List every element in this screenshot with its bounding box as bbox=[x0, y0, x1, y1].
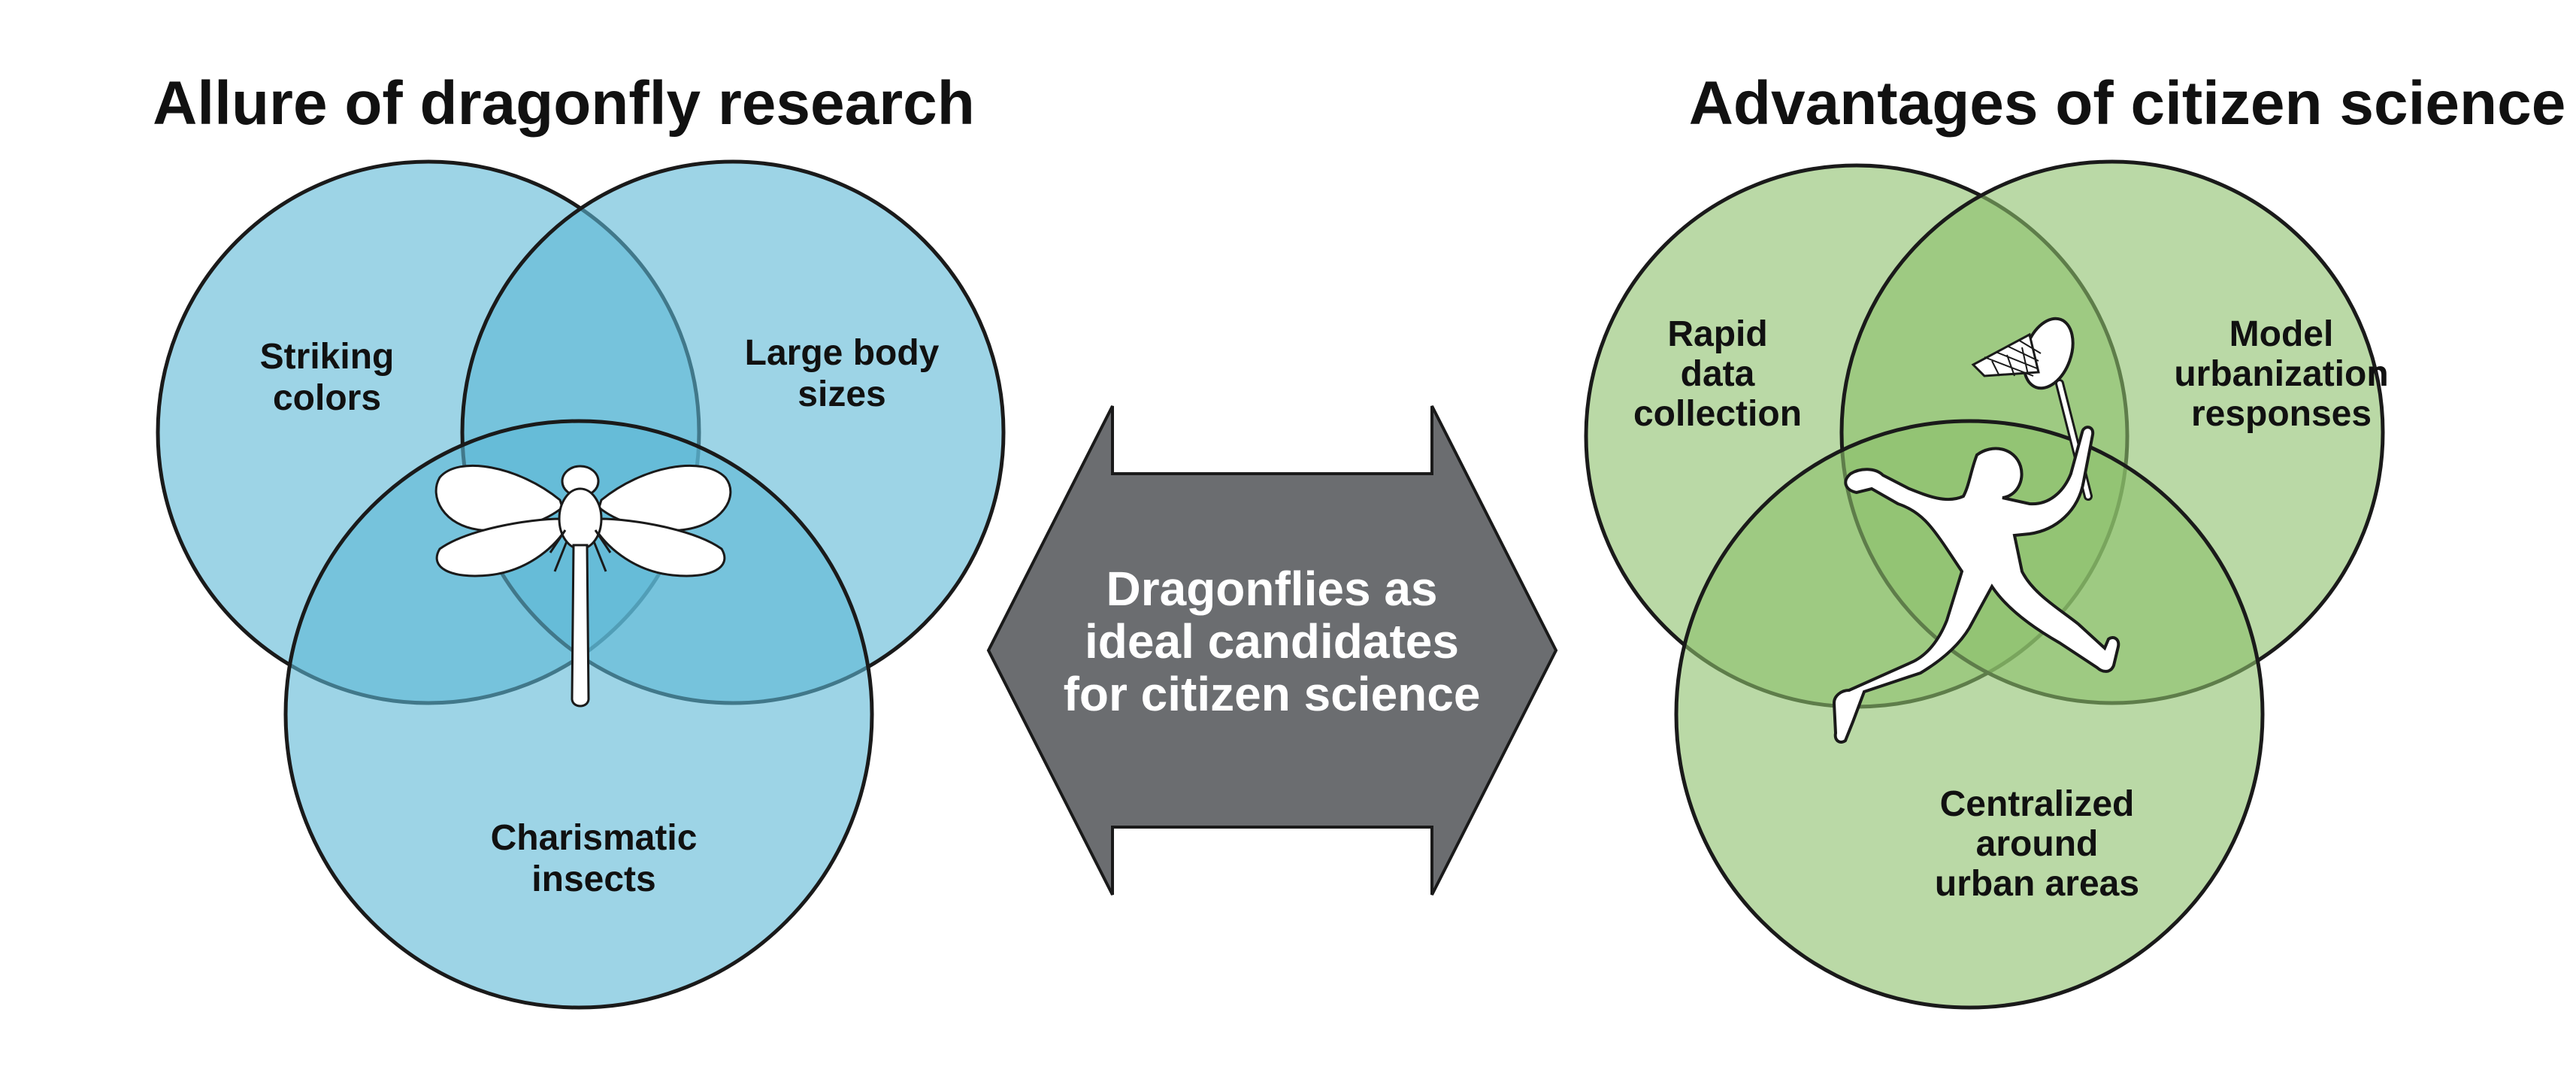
right-label-centralized: Centralized bbox=[1940, 784, 2135, 824]
right-label-data: data bbox=[1681, 354, 1755, 394]
left-panel-title: Allure of dragonfly research bbox=[153, 69, 975, 138]
right-label-collection: collection bbox=[1633, 394, 1802, 434]
center-text-line2: ideal candidates bbox=[1085, 614, 1459, 668]
center-text-line3: for citizen science bbox=[1064, 667, 1481, 721]
right-label-model: Model bbox=[2229, 314, 2334, 354]
right-circle-bottom bbox=[1674, 419, 2265, 1010]
right-panel-title: Advantages of citizen science bbox=[1689, 69, 2566, 138]
left-circle-bottom bbox=[283, 419, 874, 1010]
left-label-large-body: Large body bbox=[745, 333, 940, 373]
right-label-responses: responses bbox=[2191, 394, 2372, 434]
left-label-insects: insects bbox=[531, 859, 655, 899]
right-label-around: around bbox=[1976, 824, 2099, 864]
center-text-line1: Dragonflies as bbox=[1106, 562, 1437, 616]
center-double-arrow bbox=[986, 405, 1558, 896]
right-label-urban-areas: urban areas bbox=[1935, 864, 2139, 904]
left-venn bbox=[156, 159, 1006, 1010]
right-label-urbanization: urbanization bbox=[2174, 354, 2388, 394]
right-label-rapid: Rapid bbox=[1667, 314, 1767, 354]
person-with-net-icon bbox=[1832, 317, 2120, 744]
left-label-charismatic: Charismatic bbox=[491, 818, 698, 858]
left-label-sizes: sizes bbox=[798, 374, 885, 414]
left-label-colors: colors bbox=[273, 378, 381, 418]
dragonfly-icon bbox=[434, 464, 732, 708]
left-label-striking: Striking bbox=[260, 337, 395, 377]
